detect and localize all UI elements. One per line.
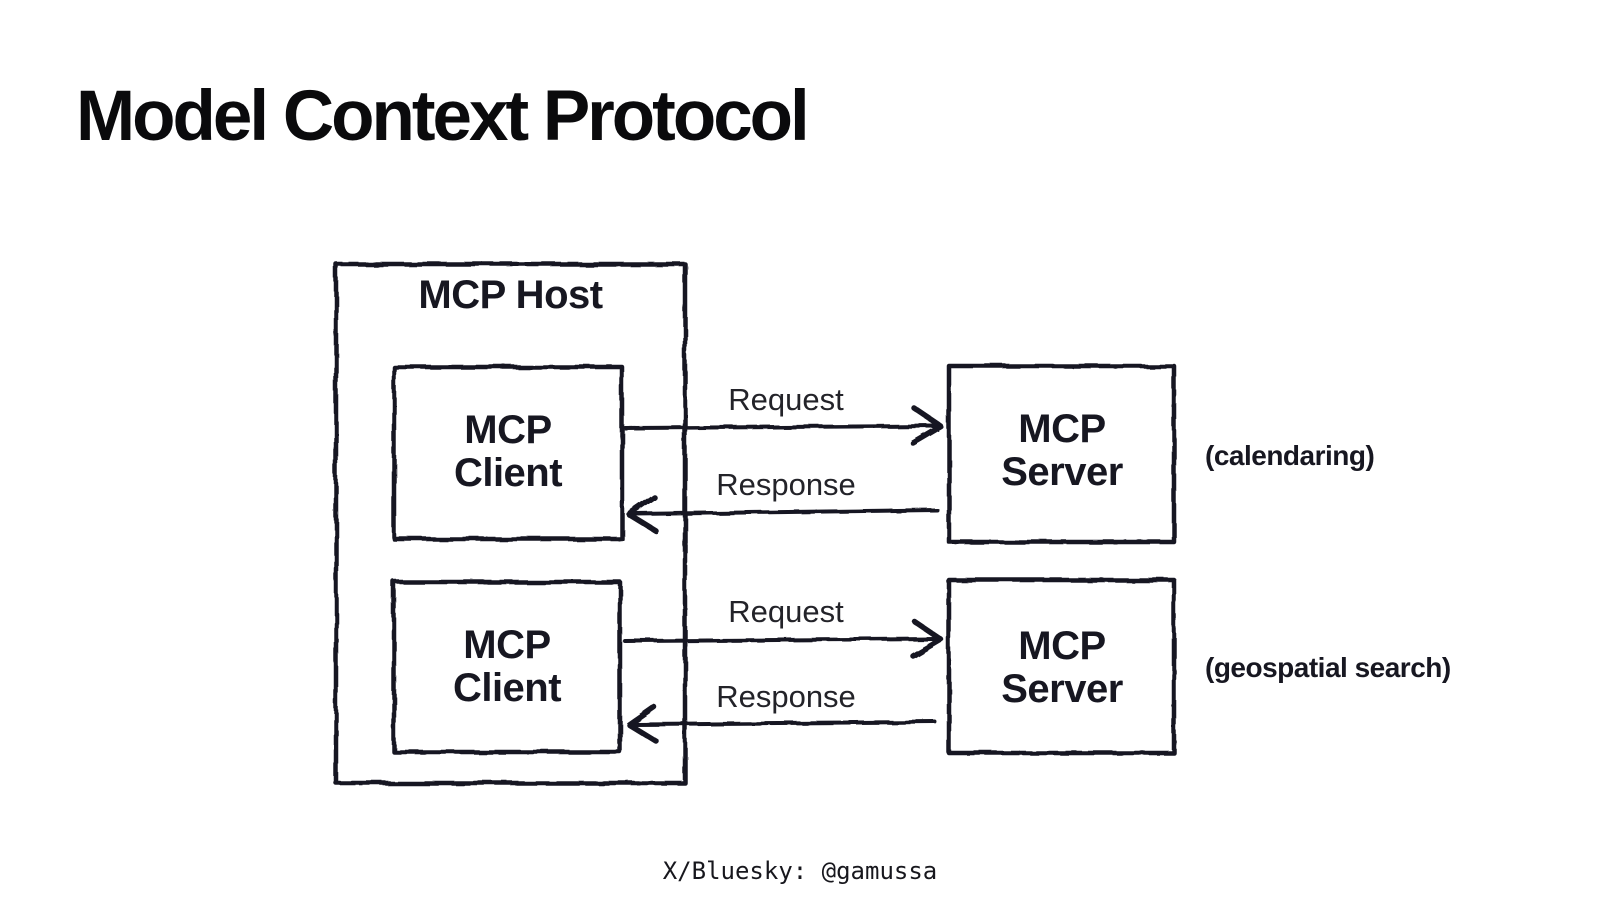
diagram-shapes xyxy=(333,261,1177,786)
mcp-server-label-1: MCP Server xyxy=(1001,407,1123,494)
mcp-server-box-2 xyxy=(946,577,1177,756)
request-label-1: Request xyxy=(728,382,844,417)
mcp-server-box-1 xyxy=(946,363,1177,545)
page-title: Model Context Protocol xyxy=(76,77,810,156)
footer-credit: X/Bluesky: @gamussa xyxy=(662,857,938,885)
response-label-1: Response xyxy=(716,467,856,502)
mcp-client-box-1 xyxy=(391,364,625,542)
mcp-client-box-2 xyxy=(391,579,623,755)
server-annotation-geospatial: (geospatial search) xyxy=(1205,652,1451,683)
request-label-2: Request xyxy=(728,594,844,629)
request-arrow-1 xyxy=(623,406,944,446)
response-arrow-1 xyxy=(626,494,939,534)
mcp-client-label-1: MCP Client xyxy=(453,408,563,495)
mcp-server-label-2: MCP Server xyxy=(1001,624,1123,711)
request-arrow-2 xyxy=(623,619,944,659)
mcp-host-label: MCP Host xyxy=(418,273,603,317)
mcp-host-box xyxy=(333,261,688,786)
response-arrow-2 xyxy=(626,704,937,744)
mcp-client-label-2: MCP Client xyxy=(452,623,562,710)
server-annotation-calendaring: (calendaring) xyxy=(1205,440,1375,471)
response-label-2: Response xyxy=(716,679,856,714)
